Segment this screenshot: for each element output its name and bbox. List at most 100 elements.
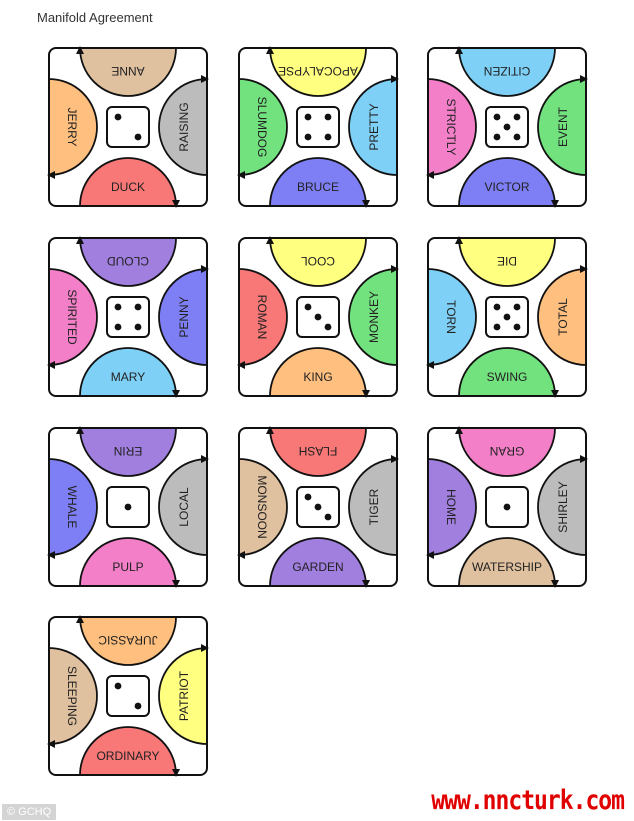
left-semicircle: [428, 268, 477, 366]
copyright-credit: © GCHQ: [2, 804, 57, 820]
top-semicircle: [79, 48, 177, 97]
arrowhead-icon: [266, 426, 274, 434]
arrowhead-icon: [76, 615, 84, 623]
arrowhead-icon: [580, 75, 588, 83]
tile-border: [48, 427, 208, 587]
die-pip: [314, 313, 322, 321]
arrowhead-icon: [391, 265, 399, 273]
arrowhead-icon: [455, 46, 463, 54]
arrowhead-icon: [172, 769, 180, 777]
die-pip: [304, 303, 312, 311]
arrowhead-icon: [201, 265, 209, 273]
right-word: TIGER: [367, 488, 381, 525]
right-semicircle: [537, 458, 586, 556]
left-word: ROMAN: [255, 295, 269, 340]
arrowhead-icon: [201, 455, 209, 463]
top-semicircle: [458, 238, 556, 287]
arrowhead-icon: [47, 740, 55, 748]
arrowhead-icon: [362, 200, 370, 208]
top-semicircle: [458, 428, 556, 477]
die-pip: [324, 323, 332, 331]
bottom-semicircle: [458, 537, 556, 586]
bottom-word: PULP: [112, 560, 143, 574]
bottom-semicircle: [79, 157, 177, 206]
arrowhead-icon: [237, 361, 245, 369]
bottom-word: BRUCE: [297, 180, 339, 194]
die-pip: [493, 133, 501, 141]
die-pip: [304, 133, 312, 141]
left-word: JERRY: [65, 107, 79, 146]
top-word: FLASH: [299, 444, 338, 458]
arrowhead-icon: [237, 551, 245, 559]
arrowhead-icon: [76, 426, 84, 434]
arrowhead-icon: [47, 361, 55, 369]
left-semicircle: [49, 647, 98, 745]
tile-border: [238, 47, 398, 207]
top-word: ERIN: [114, 444, 143, 458]
arrowhead-icon: [455, 236, 463, 244]
die-icon: [296, 486, 340, 528]
top-word: GRAN: [490, 444, 525, 458]
top-word: CLOUD: [107, 254, 149, 268]
top-semicircle: [458, 48, 556, 97]
die-pip: [513, 133, 521, 141]
arrowhead-icon: [551, 200, 559, 208]
die-pip: [114, 682, 122, 690]
top-word: ANNE: [111, 64, 144, 78]
die-icon: [106, 675, 150, 717]
bottom-semicircle: [79, 347, 177, 396]
die-icon: [106, 296, 150, 338]
die-icon: [485, 486, 529, 528]
bottom-word: GARDEN: [292, 560, 343, 574]
arrowhead-icon: [237, 171, 245, 179]
left-semicircle: [49, 78, 98, 176]
arrowhead-icon: [172, 390, 180, 398]
arrowhead-icon: [172, 580, 180, 588]
right-word: PENNY: [177, 296, 191, 337]
right-semicircle: [537, 268, 586, 366]
die-pip: [114, 323, 122, 331]
bottom-semicircle: [79, 726, 177, 775]
die-pip: [324, 133, 332, 141]
right-semicircle: [158, 647, 207, 745]
die-pip: [493, 113, 501, 121]
tile-border: [48, 47, 208, 207]
tile-border: [427, 427, 587, 587]
die-icon: [296, 106, 340, 148]
puzzle-tile: ERIN LOCAL PULP WHALE: [47, 426, 209, 588]
left-semicircle: [239, 268, 288, 366]
right-semicircle: [348, 268, 397, 366]
tile-border: [238, 427, 398, 587]
die-icon: [485, 296, 529, 338]
right-semicircle: [158, 268, 207, 366]
die-pip: [503, 313, 511, 321]
bottom-semicircle: [458, 157, 556, 206]
right-semicircle: [537, 78, 586, 176]
die-pip: [114, 303, 122, 311]
die-pip: [503, 123, 511, 131]
left-word: WHALE: [65, 486, 79, 529]
die-pip: [304, 113, 312, 121]
left-word: TORN: [444, 300, 458, 334]
arrowhead-icon: [551, 580, 559, 588]
bottom-word: ORDINARY: [96, 749, 159, 763]
top-semicircle: [269, 428, 367, 477]
top-word: APOCALYPSE: [278, 64, 358, 78]
top-semicircle: [269, 238, 367, 287]
top-semicircle: [269, 48, 367, 97]
right-word: LOCAL: [177, 487, 191, 527]
die-pip: [513, 113, 521, 121]
right-word: RAISING: [177, 102, 191, 151]
arrowhead-icon: [426, 551, 434, 559]
right-word: TOTAL: [556, 298, 570, 336]
bottom-semicircle: [458, 347, 556, 396]
bottom-word: VICTOR: [484, 180, 529, 194]
right-word: PATRIOT: [177, 670, 191, 721]
